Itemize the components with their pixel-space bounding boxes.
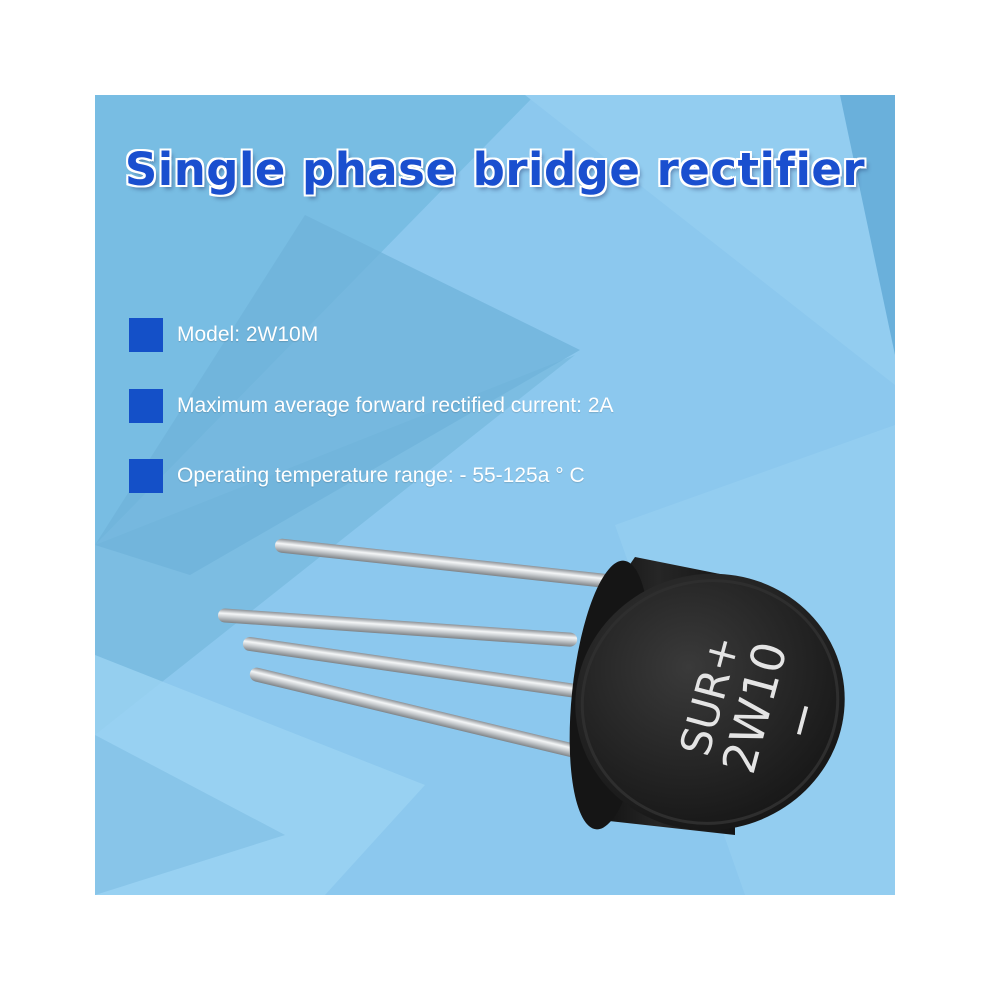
square-bullet-icon (129, 318, 163, 352)
feature-item-current: Maximum average forward rectified curren… (129, 388, 614, 424)
background-geometric-shapes (95, 95, 895, 895)
product-image-panel: Single phase bridge rectifier Model: 2W1… (95, 95, 895, 895)
square-bullet-icon (129, 389, 163, 423)
feature-item-model: Model: 2W10M (129, 317, 318, 353)
page-title: Single phase bridge rectifier (124, 143, 866, 196)
feature-text: Maximum average forward rectified curren… (177, 394, 614, 417)
rectifier-body (569, 557, 845, 835)
feature-text: Operating temperature range: - 55-125a °… (177, 464, 585, 487)
bridge-rectifier-photo: SUR+ 2W10 − (217, 538, 845, 835)
rectifier-pins (217, 538, 614, 758)
feature-item-temperature: Operating temperature range: - 55-125a °… (129, 458, 585, 494)
feature-text: Model: 2W10M (177, 323, 319, 346)
square-bullet-icon (129, 459, 163, 493)
